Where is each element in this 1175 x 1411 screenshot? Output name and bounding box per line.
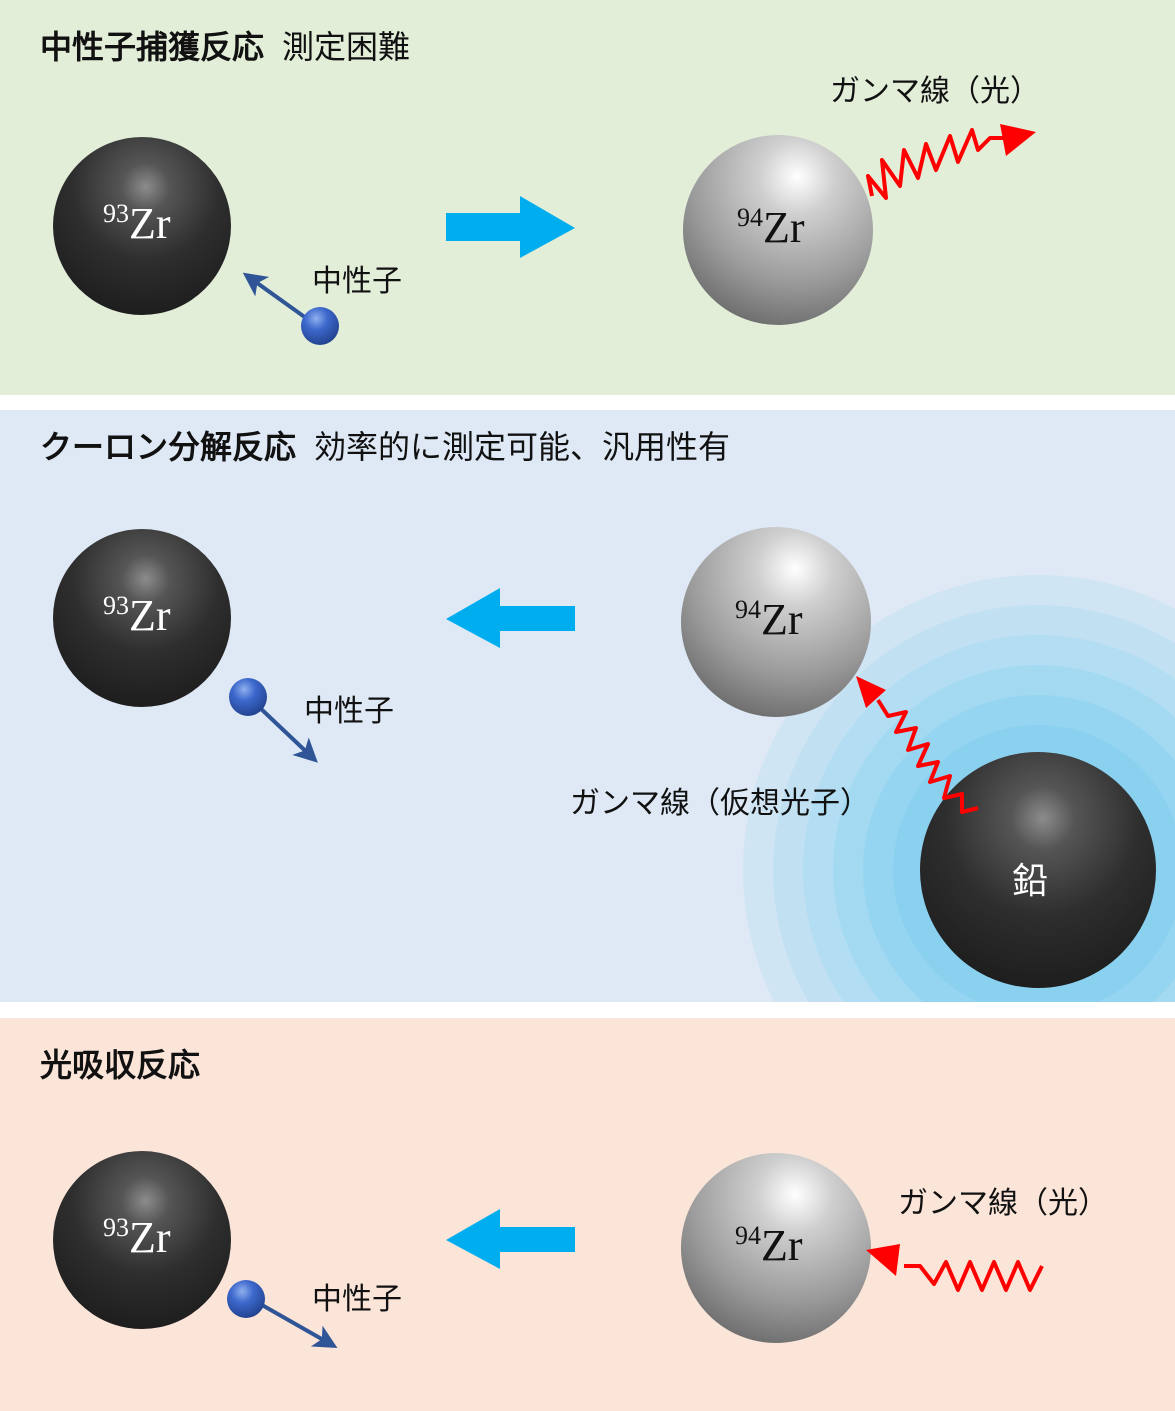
heading-note: 測定困難: [282, 28, 411, 66]
nucleus-94zr-label: 94Zr: [735, 595, 803, 644]
neutron-ball: [301, 307, 339, 345]
nucleus-94zr-label: 94Zr: [737, 203, 805, 252]
panel-heading: クーロン分解反応効率的に測定可能、汎用性有: [40, 422, 730, 468]
gamma-arrowhead: [856, 676, 886, 708]
panel-diagram: [53, 124, 1036, 345]
gamma-label: ガンマ線（光）: [830, 74, 1040, 109]
neutron-label: 中性子: [312, 1282, 402, 1317]
nucleus-93zr-label: 93Zr: [103, 199, 171, 248]
coulomb-dissociation-panel: クーロン分解反応効率的に測定可能、汎用性有 93Zr 94Zr 鉛 中性子 ガン…: [0, 410, 1175, 1002]
gamma-label: ガンマ線（仮想光子）: [570, 786, 870, 821]
heading-title: 中性子捕獲反応: [40, 28, 265, 66]
heading-title: クーロン分解反応: [40, 428, 297, 466]
photoabsorption-panel: 光吸収反応 93Zr 94Zr 中性子 ガンマ線（光）: [0, 1018, 1175, 1411]
lead-nucleus: [920, 752, 1156, 988]
panel-diagram: [53, 527, 1175, 1002]
neutron-arrow: [242, 272, 330, 340]
panel-heading: 中性子捕獲反応測定困難: [40, 22, 410, 68]
reaction-arrow-left: [446, 588, 575, 648]
neutron-label: 中性子: [312, 264, 402, 299]
nucleus-94zr: [681, 527, 871, 717]
neutron-arrow: [261, 1303, 338, 1348]
nucleus-93zr: [53, 1151, 231, 1329]
heading-title: 光吸収反応: [40, 1046, 201, 1084]
virtual-photon-wave: [876, 698, 979, 814]
lead-label: 鉛: [1012, 861, 1049, 902]
nucleus-94zr: [681, 1153, 871, 1343]
gamma-arrowhead: [866, 1244, 900, 1276]
nucleus-93zr-label: 93Zr: [103, 1213, 171, 1262]
nucleus-93zr: [53, 529, 231, 707]
neutron-arrow: [256, 704, 318, 763]
gamma-wave: [866, 128, 1012, 200]
nucleus-93zr: [53, 137, 231, 315]
gamma-label: ガンマ線（光）: [898, 1186, 1108, 1221]
neutron-capture-panel: 中性子捕獲反応測定困難 93Zr 94Zr 中性子 ガンマ線（光）: [0, 0, 1175, 395]
panel-diagram: [53, 1151, 1044, 1348]
nucleus-93zr-label: 93Zr: [103, 591, 171, 640]
reaction-arrow-right: [446, 196, 575, 258]
reaction-arrow-left: [446, 1209, 575, 1269]
neutron-ball: [229, 678, 267, 716]
gamma-arrowhead: [1000, 124, 1036, 156]
nucleus-94zr-label: 94Zr: [735, 1221, 803, 1270]
neutron-label: 中性子: [304, 694, 394, 729]
panel-heading: 光吸収反応: [40, 1040, 200, 1086]
gamma-wave: [904, 1260, 1044, 1292]
nucleus-94zr: [683, 135, 873, 325]
heading-note: 効率的に測定可能、汎用性有: [314, 428, 731, 466]
neutron-ball: [227, 1280, 265, 1318]
